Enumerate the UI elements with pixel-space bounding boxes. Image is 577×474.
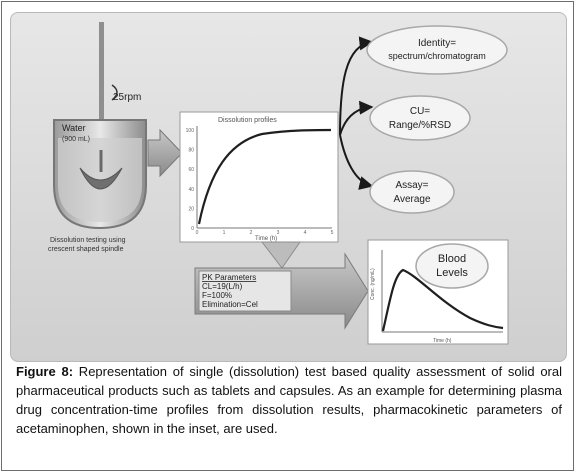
dissolution-x-ticks: 0 1 2 3 4 5: [196, 230, 334, 236]
pk-line1: PK Parameters: [202, 273, 256, 282]
cu-line1: CU=: [410, 106, 430, 117]
cu-line2: Range/%RSD: [389, 120, 451, 131]
identity-line1: Identity=: [418, 38, 456, 49]
volume-label: (900 mL): [62, 136, 90, 143]
crescent-spindle-icon: [79, 167, 123, 190]
dissolution-chart: Dissolution profiles 100 80 60 40 20 0 0 1 2 3 4 5…: [179, 111, 339, 243]
dissolution-y-tick-label: 60: [188, 167, 194, 173]
caption-label: Figure 8:: [16, 364, 74, 379]
identity-line2: spectrum/chromatogram: [388, 51, 486, 61]
pk-line4: Elimination=Cel: [202, 300, 258, 309]
blood-levels-node: Blood Levels: [415, 243, 489, 289]
dissolution-y-ticks: 100 80 60 40 20 0: [186, 128, 195, 232]
blood-curve: [381, 268, 504, 332]
dissolution-apparatus: 25rpm Water (900 mL) Dissolution testing…: [48, 22, 147, 253]
arrow-to-assay: [339, 134, 374, 190]
dissolution-chart-title: Dissolution profiles: [218, 117, 277, 124]
dissolution-x-tick-label: 2: [250, 230, 253, 236]
branch-arrows: [339, 36, 374, 190]
dissolution-y-tick-label: 40: [188, 187, 194, 193]
rpm-label: 25rpm: [113, 92, 141, 103]
pk-line3: F=100%: [202, 291, 232, 300]
assay-line2: Average: [393, 194, 431, 205]
blood-x-label: Time (h): [433, 338, 452, 344]
blood-y-label: Conc. (ng/mL): [370, 268, 376, 300]
identity-node: Identity= spectrum/chromatogram: [366, 25, 508, 75]
spindle-shaft: [99, 22, 104, 152]
dissolution-y-tick-label: 0: [191, 226, 194, 232]
dissolution-curve: [197, 128, 332, 225]
blood-label-line1: Blood: [438, 253, 466, 265]
dissolution-x-label: Time (h): [255, 236, 277, 242]
figure-caption: Figure 8: Representation of single (diss…: [16, 362, 562, 438]
cu-node: CU= Range/%RSD: [369, 95, 471, 141]
caption-text: Representation of single (dissolution) t…: [16, 364, 562, 436]
water-label: Water: [62, 123, 86, 133]
dissolution-x-tick-label: 1: [223, 230, 226, 236]
arrow-to-identity: [339, 36, 374, 136]
dissolution-y-tick-label: 80: [188, 148, 194, 154]
rotation-arrow-icon: [111, 84, 118, 101]
dissolution-x-tick-label: 3: [277, 230, 280, 236]
blood-label-line2: Levels: [436, 267, 468, 279]
dissolution-chart-box: [179, 111, 339, 243]
apparatus-caption-line1: Dissolution testing using: [50, 237, 126, 244]
pk-parameters-box: PK Parameters CL=19(L/h) F=100% Eliminat…: [194, 252, 369, 330]
arrow-to-cu: [339, 100, 374, 136]
chart-to-pk-connector: [260, 241, 301, 269]
assay-node: Assay= Average: [369, 170, 455, 214]
assay-line1: Assay=: [395, 180, 428, 191]
apparatus-caption-line2: crescent shaped spindle: [48, 246, 124, 253]
dissolution-x-tick-label: 4: [304, 230, 307, 236]
pk-line2: CL=19(L/h): [202, 282, 243, 291]
dissolution-y-tick-label: 100: [186, 128, 195, 134]
dissolution-x-tick-label: 5: [331, 230, 334, 236]
dissolution-x-tick-label: 0: [196, 230, 199, 236]
dissolution-y-tick-label: 20: [188, 206, 194, 212]
apparatus-to-chart-arrow: [147, 128, 183, 178]
